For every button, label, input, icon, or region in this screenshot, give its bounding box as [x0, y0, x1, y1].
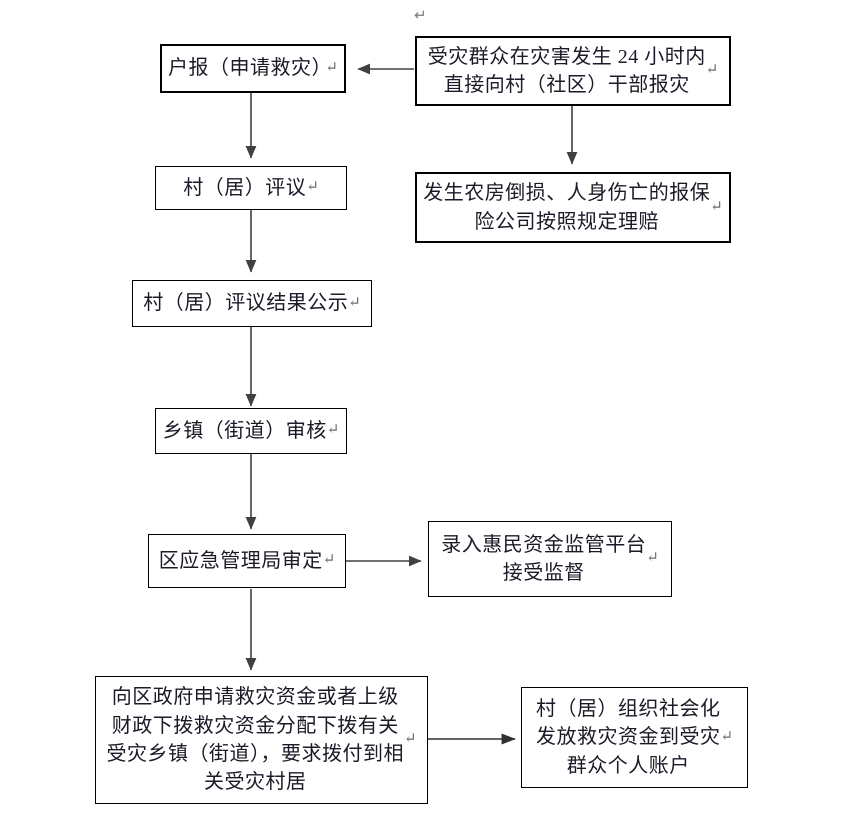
node-fund-supervision-platform[interactable]: 录入惠民资金监管平台 接受监督↵ [428, 521, 672, 597]
node-district-emergency-approval-pilcrow: ↵ [322, 552, 336, 569]
node-village-review-publicity-pilcrow: ↵ [348, 294, 361, 311]
node-village-distribute-funds-pilcrow: ↵ [720, 728, 734, 745]
node-apply-allocate-funds[interactable]: 向区政府申请救灾资金或者上级 财政下拨救灾资金分配下拨有关 受灾乡镇（街道），要… [95, 676, 428, 804]
node-disaster-report-24h-pilcrow: ↵ [705, 62, 719, 79]
node-household-report-label: 户报（申请救灾） [168, 57, 332, 80]
node-apply-allocate-funds-pilcrow: ↵ [403, 731, 417, 748]
node-village-review-publicity-label: 村（居）评议结果公示 [143, 292, 349, 315]
node-village-review-pilcrow: ↵ [306, 179, 319, 196]
node-insurance-claim-label: 发生农房倒损、人身伤亡的报保 险公司按照规定理赔 [423, 182, 711, 233]
node-disaster-report-24h[interactable]: 受灾群众在灾害发生 24 小时内 直接向村（社区）干部报灾↵ [415, 36, 731, 106]
node-village-review[interactable]: 村（居）评议↵ [155, 166, 347, 210]
node-village-review-publicity[interactable]: 村（居）评议结果公示↵ [132, 280, 372, 327]
node-district-emergency-approval-label: 区应急管理局审定 [158, 549, 323, 572]
node-village-review-label: 村（居）评议 [183, 176, 307, 199]
node-household-report-pilcrow: ↵ [325, 59, 338, 76]
node-fund-supervision-platform-pilcrow: ↵ [646, 550, 659, 567]
paragraph-mark: ↵ [414, 8, 427, 24]
node-village-distribute-funds[interactable]: 村（居）组织社会化 发放救灾资金到受灾 群众个人账户↵ [521, 687, 748, 788]
node-insurance-claim[interactable]: 发生农房倒损、人身伤亡的报保 险公司按照规定理赔↵ [415, 172, 731, 243]
node-township-audit-label: 乡镇（街道）审核 [162, 419, 327, 442]
node-household-report[interactable]: 户报（申请救灾）↵ [160, 44, 346, 93]
node-insurance-claim-pilcrow: ↵ [710, 198, 723, 215]
node-disaster-report-24h-label: 受灾群众在灾害发生 24 小时内 直接向村（社区）干部报灾 [427, 45, 706, 96]
node-township-audit[interactable]: 乡镇（街道）审核↵ [155, 408, 347, 454]
node-village-distribute-funds-label: 村（居）组织社会化 发放救灾资金到受灾 群众个人账户 [535, 697, 721, 777]
node-township-audit-pilcrow: ↵ [326, 422, 340, 439]
node-fund-supervision-platform-label: 录入惠民资金监管平台 接受监督 [441, 533, 647, 584]
node-district-emergency-approval[interactable]: 区应急管理局审定↵ [148, 534, 346, 588]
node-apply-allocate-funds-label: 向区政府申请救灾资金或者上级 财政下拨救灾资金分配下拨有关 受灾乡镇（街道），要… [106, 686, 404, 794]
